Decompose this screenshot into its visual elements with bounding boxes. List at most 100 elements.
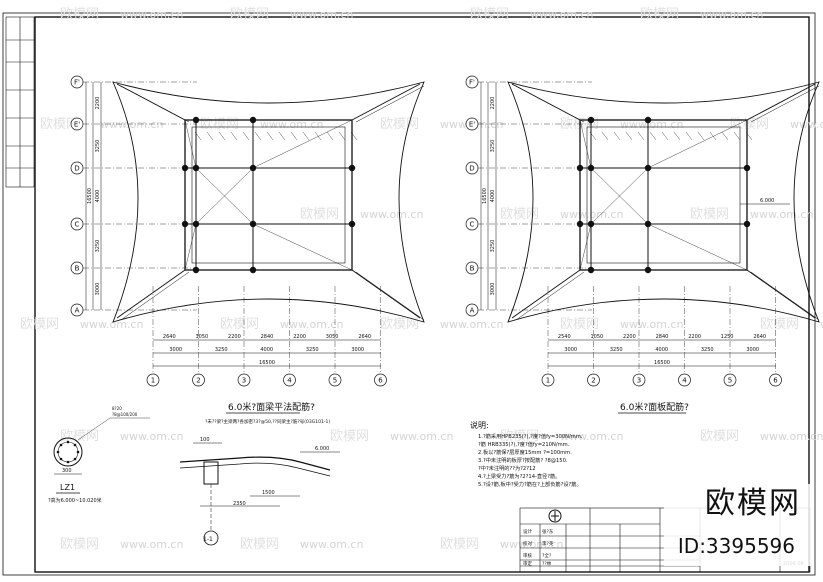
tb-row: 校对 <box>523 540 532 547</box>
hip-rafter <box>515 271 585 321</box>
grid-bubble <box>237 373 251 387</box>
beam-frame-inner <box>191 126 346 264</box>
watermark-url: www.om.cn <box>750 208 813 221</box>
column <box>249 116 257 124</box>
grid-bubble <box>70 161 84 175</box>
slab-cross <box>252 223 353 271</box>
grid-bubble-label: A <box>75 307 80 315</box>
watermark-text: 欧模网 <box>730 117 769 132</box>
rebar-mark <box>194 131 202 141</box>
dim-value: 1250 <box>721 334 734 340</box>
hip-rafter <box>120 85 190 123</box>
dim-value: 2200 <box>293 334 306 340</box>
watermark-url: www.om.cn <box>560 208 623 221</box>
grid-bubble <box>70 117 84 131</box>
column <box>249 266 257 274</box>
grid-bubble <box>374 373 387 387</box>
left-plan-note: ?未??梁?主梁两?各加密?3?@50,??同梁主?筋?号(03G101-1) <box>205 418 330 425</box>
grid-bubble <box>328 373 342 387</box>
column <box>348 220 356 228</box>
watermark-text: 欧模网 <box>300 207 339 222</box>
watermark-text: 欧模网 <box>690 207 729 222</box>
dim-value: 3250 <box>95 140 101 153</box>
dim-value: 3250 <box>95 240 101 253</box>
dim-value: 3250 <box>610 347 623 353</box>
slab-cross <box>647 119 748 169</box>
grid-bubble-label: 5 <box>728 377 732 385</box>
notes-line: ?中?未注明的??为?2?12 <box>478 464 536 472</box>
watermark-url: www.om.cn <box>790 118 823 131</box>
rebar-mark <box>733 131 741 141</box>
slab-cross <box>579 223 592 271</box>
dim-value: 3000 <box>351 347 364 353</box>
svg-text:8?20: 8?20 <box>112 406 122 411</box>
column <box>743 220 751 228</box>
dim-value: 3000 <box>746 347 759 353</box>
hip-rafter <box>750 85 820 123</box>
slab-cross <box>184 119 197 169</box>
slab-cross <box>579 119 592 169</box>
grid-bubble-label: 6 <box>378 377 383 385</box>
rebar-mark <box>613 131 621 141</box>
dim-value: 2200 <box>623 334 636 340</box>
rebar-mark <box>697 131 705 141</box>
dim-value: 4000 <box>260 347 273 353</box>
dim-value: 3000 <box>95 283 101 296</box>
watermark-text: 欧模网 <box>220 317 259 332</box>
watermark-text: 欧模网 <box>380 117 419 132</box>
rebar-mark <box>218 131 226 141</box>
rebar-mark <box>350 131 358 141</box>
watermark-url: www.om.cn <box>390 430 453 443</box>
dim-value: 1050 <box>590 334 603 340</box>
watermark-url: www.om.cn <box>760 430 823 443</box>
dim-value: 4000 <box>95 190 101 203</box>
grid-bubble <box>465 303 479 317</box>
rebar-mark <box>709 131 717 141</box>
grid-bubble-label: E' <box>469 121 475 129</box>
grid-bubble-label: 1 <box>151 377 155 385</box>
rebar-mark <box>338 131 346 141</box>
hip-rafter <box>746 83 816 121</box>
rebar-mark <box>314 131 322 141</box>
column <box>644 220 652 228</box>
watermark-url: www.om.cn <box>260 118 323 131</box>
watermark-url: www.om.cn <box>440 318 503 331</box>
grid-bubble <box>70 217 84 231</box>
rebar-mark <box>254 131 262 141</box>
dim-value: 2640 <box>753 334 766 340</box>
grid-bubble <box>541 373 555 387</box>
hip-rafter <box>351 269 421 319</box>
notes-line: 2.板以?筋保?层厚度15mm ?=100mm. <box>478 448 572 456</box>
dim-value: 3000 <box>490 283 496 296</box>
grid-bubble <box>465 75 479 89</box>
column <box>249 220 257 228</box>
dim-value: 2640 <box>163 334 176 340</box>
brand-logo-text: 欧模网 <box>705 486 801 521</box>
watermark-text: 欧模网 <box>760 317 799 332</box>
binding-margin-table <box>5 16 35 188</box>
watermark-url: www.om.cn <box>280 318 343 331</box>
section-label: 1-1 <box>203 536 213 543</box>
rebar-mark <box>637 131 645 141</box>
tb-name: ?全? <box>542 552 552 559</box>
tb-row: 审核 <box>523 552 532 559</box>
dim-value: 4000 <box>490 190 496 203</box>
grid-bubble-label: B <box>75 265 80 273</box>
hip-rafter <box>746 269 816 319</box>
watermark-url: www.om.cn <box>290 8 353 21</box>
dim-value: 2840 <box>261 334 274 340</box>
rebar-mark <box>266 131 274 141</box>
column <box>644 266 652 274</box>
column-section-detail: 8?20 ?8@100/200 300 LZ1 ?高为6.000~10.020米 <box>48 406 150 504</box>
section-d1: 100 <box>200 437 210 443</box>
right-plan-title: 6.0米?面板配筋? <box>620 401 689 413</box>
watermark-text: 欧模网 <box>230 7 269 22</box>
dim-value: 3250 <box>490 140 496 153</box>
watermark-text: 欧模网 <box>60 537 99 552</box>
section-dim-2: 1500 <box>262 490 275 496</box>
dim-value: 3250 <box>490 240 496 253</box>
hip-rafter <box>355 85 425 123</box>
watermark-url: www.om.cn <box>560 430 623 443</box>
